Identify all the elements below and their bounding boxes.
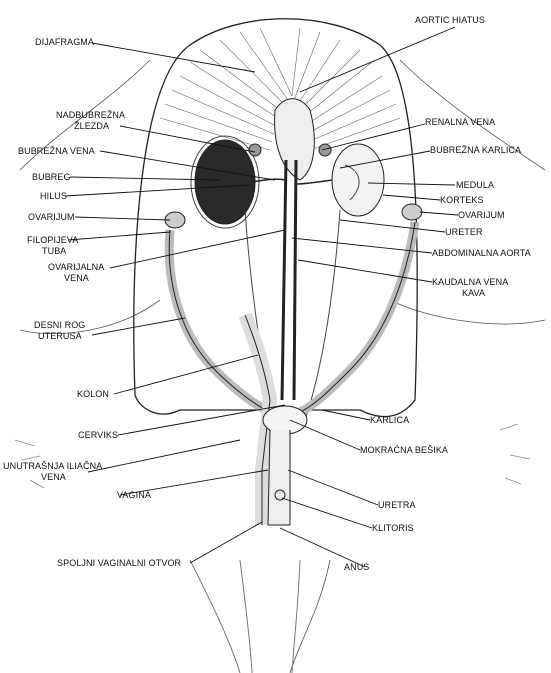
vagina-tract <box>268 430 290 525</box>
label-unutrasnja-line1: UNUTRAŠNJA ILIAČNA <box>3 461 102 471</box>
line-spoljni <box>190 522 262 563</box>
label-ovarijalna-line2: VENA <box>64 273 89 283</box>
label-ovarijum-right: OVARIJUM <box>458 210 505 220</box>
label-ureter: URETER <box>445 227 483 237</box>
label-bubrezna-vena: BUBREŽNA VENA <box>18 146 95 156</box>
aorta <box>282 160 286 400</box>
line-klitoris <box>282 498 372 528</box>
label-filopijeva-line2: TUBA <box>42 246 66 256</box>
label-dijafragma: DIJAFRAGMA <box>35 37 94 47</box>
label-renalna-vena: RENALNA VENA <box>425 117 495 127</box>
bladder <box>263 406 307 434</box>
line-mokracna <box>290 420 360 450</box>
right-adrenal <box>319 144 331 156</box>
label-kaudalna-line2: KAVA <box>462 288 485 298</box>
line-ovarijum-right <box>420 212 458 215</box>
left-kidney <box>195 140 255 224</box>
label-medula: MEDULA <box>456 180 494 190</box>
label-unutrasnja-line2: VENA <box>41 472 66 482</box>
label-klitoris: KLITORIS <box>372 523 414 533</box>
label-filopijeva-line1: FILOPIJEVA <box>27 235 78 245</box>
label-ovarijalna-line1: OVARIJALNA <box>48 262 104 272</box>
right-uterine-horn-edge <box>300 222 415 412</box>
line-ovarijum-left <box>75 217 170 220</box>
label-vagina: VAGINA <box>117 490 151 500</box>
line-aortic-hiatus <box>300 27 455 92</box>
line-unutrasnja <box>88 440 240 472</box>
label-desni-rog-line1: DESNI ROG <box>34 320 85 330</box>
label-spoljni-vaginalni-otvor: SPOLJNI VAGINALNI OTVOR <box>57 558 181 568</box>
right-kidney <box>332 144 384 216</box>
line-korteks <box>383 195 440 200</box>
right-ovary <box>402 204 422 220</box>
label-abdominalna-aorta: ABDOMINALNA AORTA <box>432 248 531 258</box>
tail <box>240 560 300 673</box>
right-uterine-horn <box>300 222 415 412</box>
label-bubreg: BUBREG <box>32 172 71 182</box>
left-renal-vessel <box>252 179 286 182</box>
label-aortic-hiatus: AORTIC HIATUS <box>415 15 485 25</box>
line-filopijeva <box>68 232 170 240</box>
label-nadbubrezna-line2: ŽLEZDA <box>74 121 109 131</box>
right-renal-vessel <box>296 180 332 184</box>
label-karlica: KARLICA <box>370 415 409 425</box>
label-kaudalna-line1: KAUDALNA VENA <box>432 277 508 287</box>
left-adrenal <box>249 144 261 156</box>
line-uretra <box>288 470 378 505</box>
label-uretra: URETRA <box>378 500 416 510</box>
vena-cava <box>294 160 296 400</box>
label-hilus: HILUS <box>40 191 67 201</box>
line-renalna-vena <box>322 124 425 150</box>
label-mokracna-besika: MOKRAĆNA BEŠIKA <box>360 445 448 455</box>
label-cerviks: CERVIKS <box>78 430 118 440</box>
left-uterine-horn <box>169 230 270 412</box>
label-bubrezna-karlica: BUBREŽNA KARLICA <box>430 145 521 155</box>
label-korteks: KORTEKS <box>440 195 484 205</box>
line-kaudalna <box>298 260 432 282</box>
line-nadbubrezna <box>120 126 255 152</box>
label-anus: ANUS <box>344 562 369 572</box>
line-dijafragma <box>92 43 255 72</box>
label-ovarijum-left: OVARIJUM <box>28 212 75 222</box>
label-desni-rog-line2: UTERUSA <box>38 331 82 341</box>
label-kolon: KOLON <box>77 389 109 399</box>
label-nadbubrezna-line1: NADBUBREŽNA <box>56 110 125 120</box>
line-ureter <box>340 220 445 232</box>
